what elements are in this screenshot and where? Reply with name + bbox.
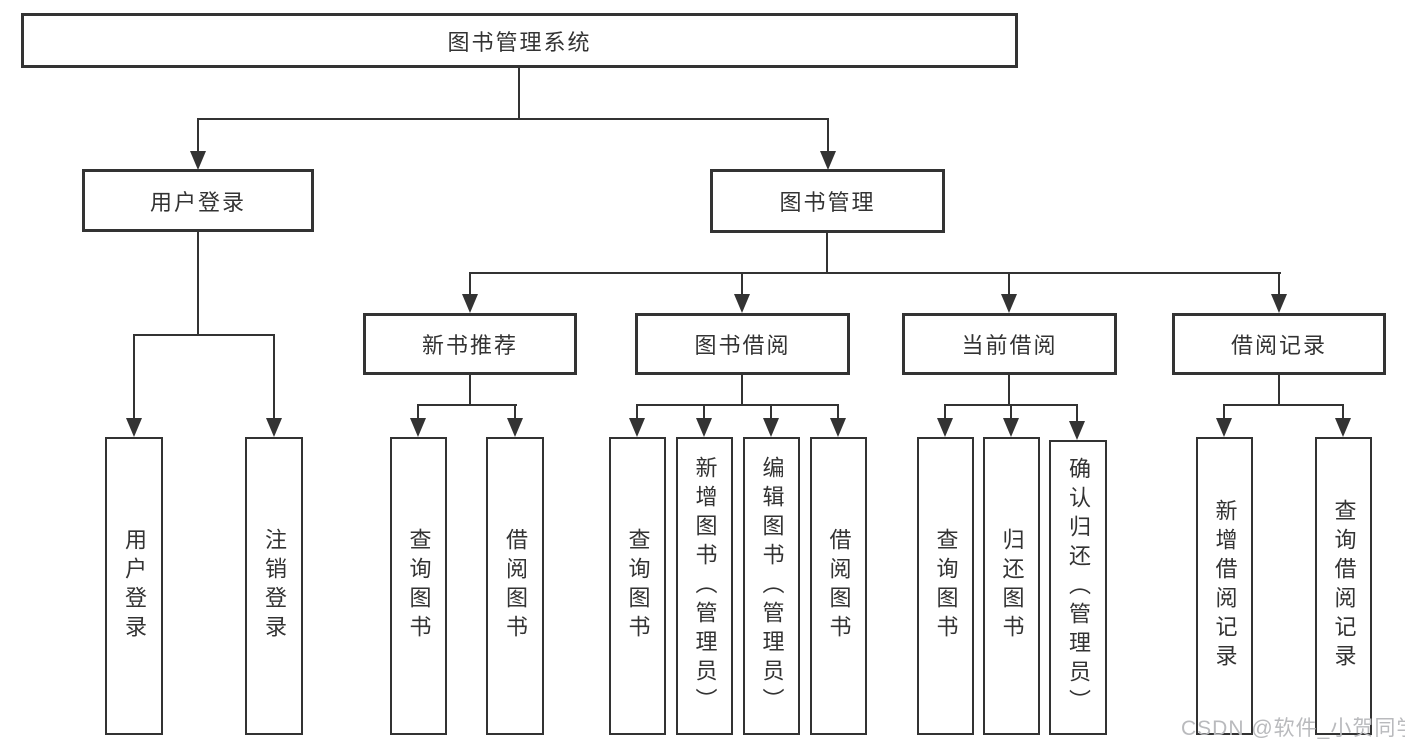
connector-line — [133, 334, 135, 419]
leaf-borrow-books-borrowing: 借阅图书 — [810, 437, 867, 735]
leaf-logout: 注销登录 — [245, 437, 303, 735]
leaf-add-borrow-record-label: 新增借阅记录 — [1212, 499, 1238, 673]
connector-line — [770, 404, 772, 419]
connector-line — [1008, 375, 1010, 405]
leaf-query-books-borrowing-label: 查询图书 — [625, 528, 651, 644]
leaf-query-borrow-record: 查询借阅记录 — [1315, 437, 1372, 735]
connector-line — [1010, 404, 1012, 419]
connector-line — [1278, 375, 1280, 405]
connector-arrowhead — [1001, 294, 1017, 313]
connector-line — [273, 334, 275, 419]
connector-line — [703, 404, 705, 419]
connector-line — [1223, 404, 1344, 406]
leaf-query-books-borrowing: 查询图书 — [609, 437, 666, 735]
connector-arrowhead — [763, 418, 779, 437]
connector-line — [514, 404, 516, 419]
node-new-book-recommend: 新书推荐 — [363, 313, 577, 375]
connector-line — [197, 118, 199, 154]
node-book-management: 图书管理 — [710, 169, 945, 233]
connector-arrowhead — [1069, 421, 1085, 440]
connector-line — [469, 272, 471, 296]
connector-line — [1342, 404, 1344, 419]
connector-arrowhead — [1271, 294, 1287, 313]
leaf-edit-books-admin: 编辑图书（管理员） — [743, 437, 800, 735]
connector-arrowhead — [1216, 418, 1232, 437]
node-user-login-label: 用户登录 — [149, 189, 246, 215]
node-borrowing-records-label: 借阅记录 — [1230, 333, 1327, 358]
connector-arrowhead — [1335, 418, 1351, 437]
connector-arrowhead — [696, 418, 712, 437]
node-root-label: 图书管理系统 — [447, 29, 592, 55]
leaf-borrow-books-recommend-label: 借阅图书 — [503, 528, 528, 644]
node-current-borrowing-label: 当前借阅 — [961, 333, 1058, 358]
connector-line — [636, 404, 638, 419]
connector-line — [1008, 272, 1010, 296]
connector-line — [741, 272, 743, 296]
connector-line — [636, 404, 839, 406]
connector-line — [837, 404, 839, 419]
leaf-user-login: 用户登录 — [105, 437, 163, 735]
leaf-query-books-current-label: 查询图书 — [933, 528, 959, 644]
leaf-borrow-books-recommend: 借阅图书 — [486, 437, 544, 735]
connector-arrowhead — [126, 418, 142, 437]
leaf-add-books-admin: 新增图书（管理员） — [676, 437, 733, 735]
leaf-return-books-label: 归还图书 — [999, 528, 1025, 644]
leaf-confirm-return-admin-label: 确认归还（管理员） — [1066, 457, 1091, 718]
connector-arrowhead — [190, 151, 206, 170]
connector-line — [1278, 272, 1280, 296]
leaf-query-books-current: 查询图书 — [917, 437, 974, 735]
node-new-book-recommend-label: 新书推荐 — [421, 333, 518, 358]
connector-arrowhead — [462, 294, 478, 313]
connector-line — [197, 232, 199, 336]
connector-line — [944, 404, 946, 419]
node-root: 图书管理系统 — [21, 13, 1018, 68]
node-book-management-label: 图书管理 — [779, 190, 876, 215]
connector-line — [197, 118, 829, 120]
connector-arrowhead — [629, 418, 645, 437]
leaf-query-borrow-record-label: 查询借阅记录 — [1331, 499, 1357, 673]
leaf-edit-books-admin-label: 编辑图书（管理员） — [759, 455, 785, 717]
connector-arrowhead — [1003, 418, 1019, 437]
connector-line — [417, 404, 419, 419]
leaf-logout-label: 注销登录 — [262, 528, 287, 644]
connector-arrowhead — [830, 418, 846, 437]
node-borrowing-records: 借阅记录 — [1172, 313, 1386, 375]
connector-line — [469, 375, 471, 405]
connector-line — [133, 334, 275, 336]
node-user-login: 用户登录 — [82, 169, 314, 232]
connector-arrowhead — [734, 294, 750, 313]
leaf-return-books: 归还图书 — [983, 437, 1040, 735]
connector-arrowhead — [937, 418, 953, 437]
connector-line — [469, 272, 1281, 274]
leaf-borrow-books-borrowing-label: 借阅图书 — [826, 528, 852, 644]
leaf-add-borrow-record: 新增借阅记录 — [1196, 437, 1253, 735]
connector-line — [827, 118, 829, 154]
connector-line — [518, 68, 520, 120]
connector-arrowhead — [410, 418, 426, 437]
leaf-add-books-admin-label: 新增图书（管理员） — [692, 455, 718, 717]
node-current-borrowing: 当前借阅 — [902, 313, 1117, 375]
connector-line — [417, 404, 517, 406]
connector-line — [826, 233, 828, 274]
node-book-borrowing: 图书借阅 — [635, 313, 850, 375]
connector-arrowhead — [266, 418, 282, 437]
leaf-user-login-label: 用户登录 — [122, 528, 147, 644]
connector-line — [1223, 404, 1225, 419]
connector-arrowhead — [820, 151, 836, 170]
connector-arrowhead — [507, 418, 523, 437]
connector-line — [1076, 404, 1078, 422]
leaf-query-books-recommend-label: 查询图书 — [406, 528, 432, 644]
watermark: CSDN @软件_小贺同学 — [1181, 717, 1405, 740]
leaf-query-books-recommend: 查询图书 — [390, 437, 447, 735]
node-book-borrowing-label: 图书借阅 — [694, 333, 791, 358]
leaf-confirm-return-admin: 确认归还（管理员） — [1049, 440, 1107, 735]
connector-line — [741, 375, 743, 405]
